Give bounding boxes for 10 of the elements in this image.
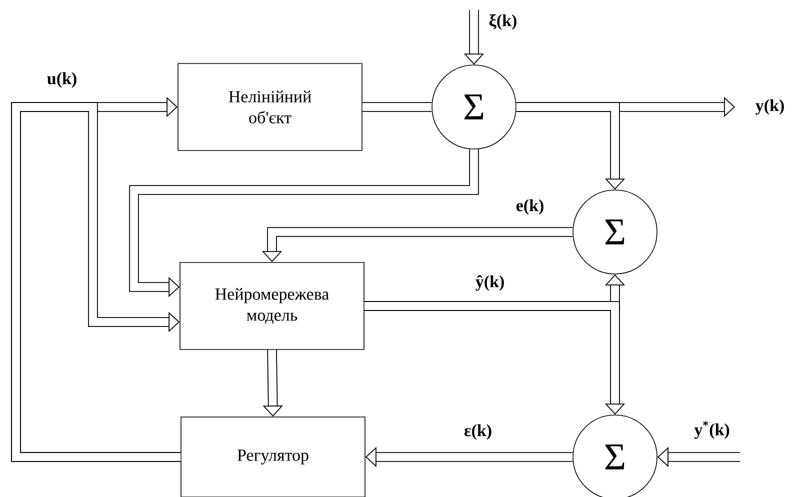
edge-label: ŷ(k) (474, 274, 506, 292)
edge-label: e(k) (514, 198, 546, 216)
edge-label: y(k) (754, 98, 786, 116)
edge-label: ξ(k) (488, 13, 518, 31)
edge-label: y$^{*}$(k) (693, 420, 731, 440)
process-box: Нейромережева модель (180, 262, 364, 350)
process-box: Нелінійний об'єкт (178, 63, 362, 151)
edge-label: ε(k) (462, 423, 494, 441)
edge-label: u(k) (46, 71, 78, 89)
process-box: Регулятор (180, 416, 366, 497)
